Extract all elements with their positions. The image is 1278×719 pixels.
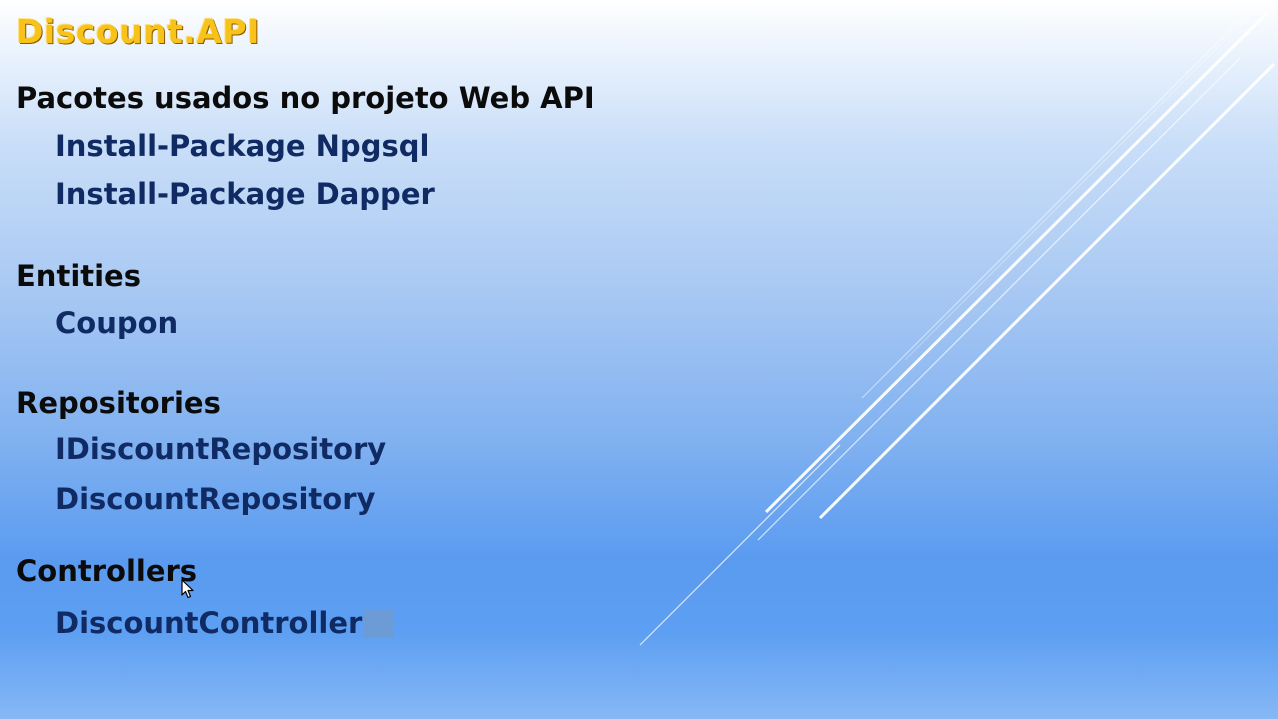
section-heading-packages: Pacotes usados no projeto Web API bbox=[16, 81, 595, 115]
list-item-discountrepository: DiscountRepository bbox=[55, 482, 376, 516]
list-item-npgsql: Install-Package Npgsql bbox=[55, 129, 430, 163]
list-item-idiscountrepository: IDiscountRepository bbox=[55, 432, 387, 466]
mouse-pointer-icon bbox=[181, 579, 194, 599]
slide-title: Discount.API bbox=[16, 12, 260, 51]
list-item-discountcontroller-label: DiscountController bbox=[55, 606, 363, 640]
section-heading-repositories: Repositories bbox=[16, 386, 221, 420]
list-item-discountcontroller: DiscountController bbox=[55, 605, 395, 641]
list-item-coupon: Coupon bbox=[55, 306, 179, 340]
list-item-dapper: Install-Package Dapper bbox=[55, 177, 435, 211]
section-heading-controllers: Controllers bbox=[16, 554, 198, 588]
section-heading-entities: Entities bbox=[16, 259, 141, 293]
text-selection-highlight bbox=[363, 608, 395, 638]
